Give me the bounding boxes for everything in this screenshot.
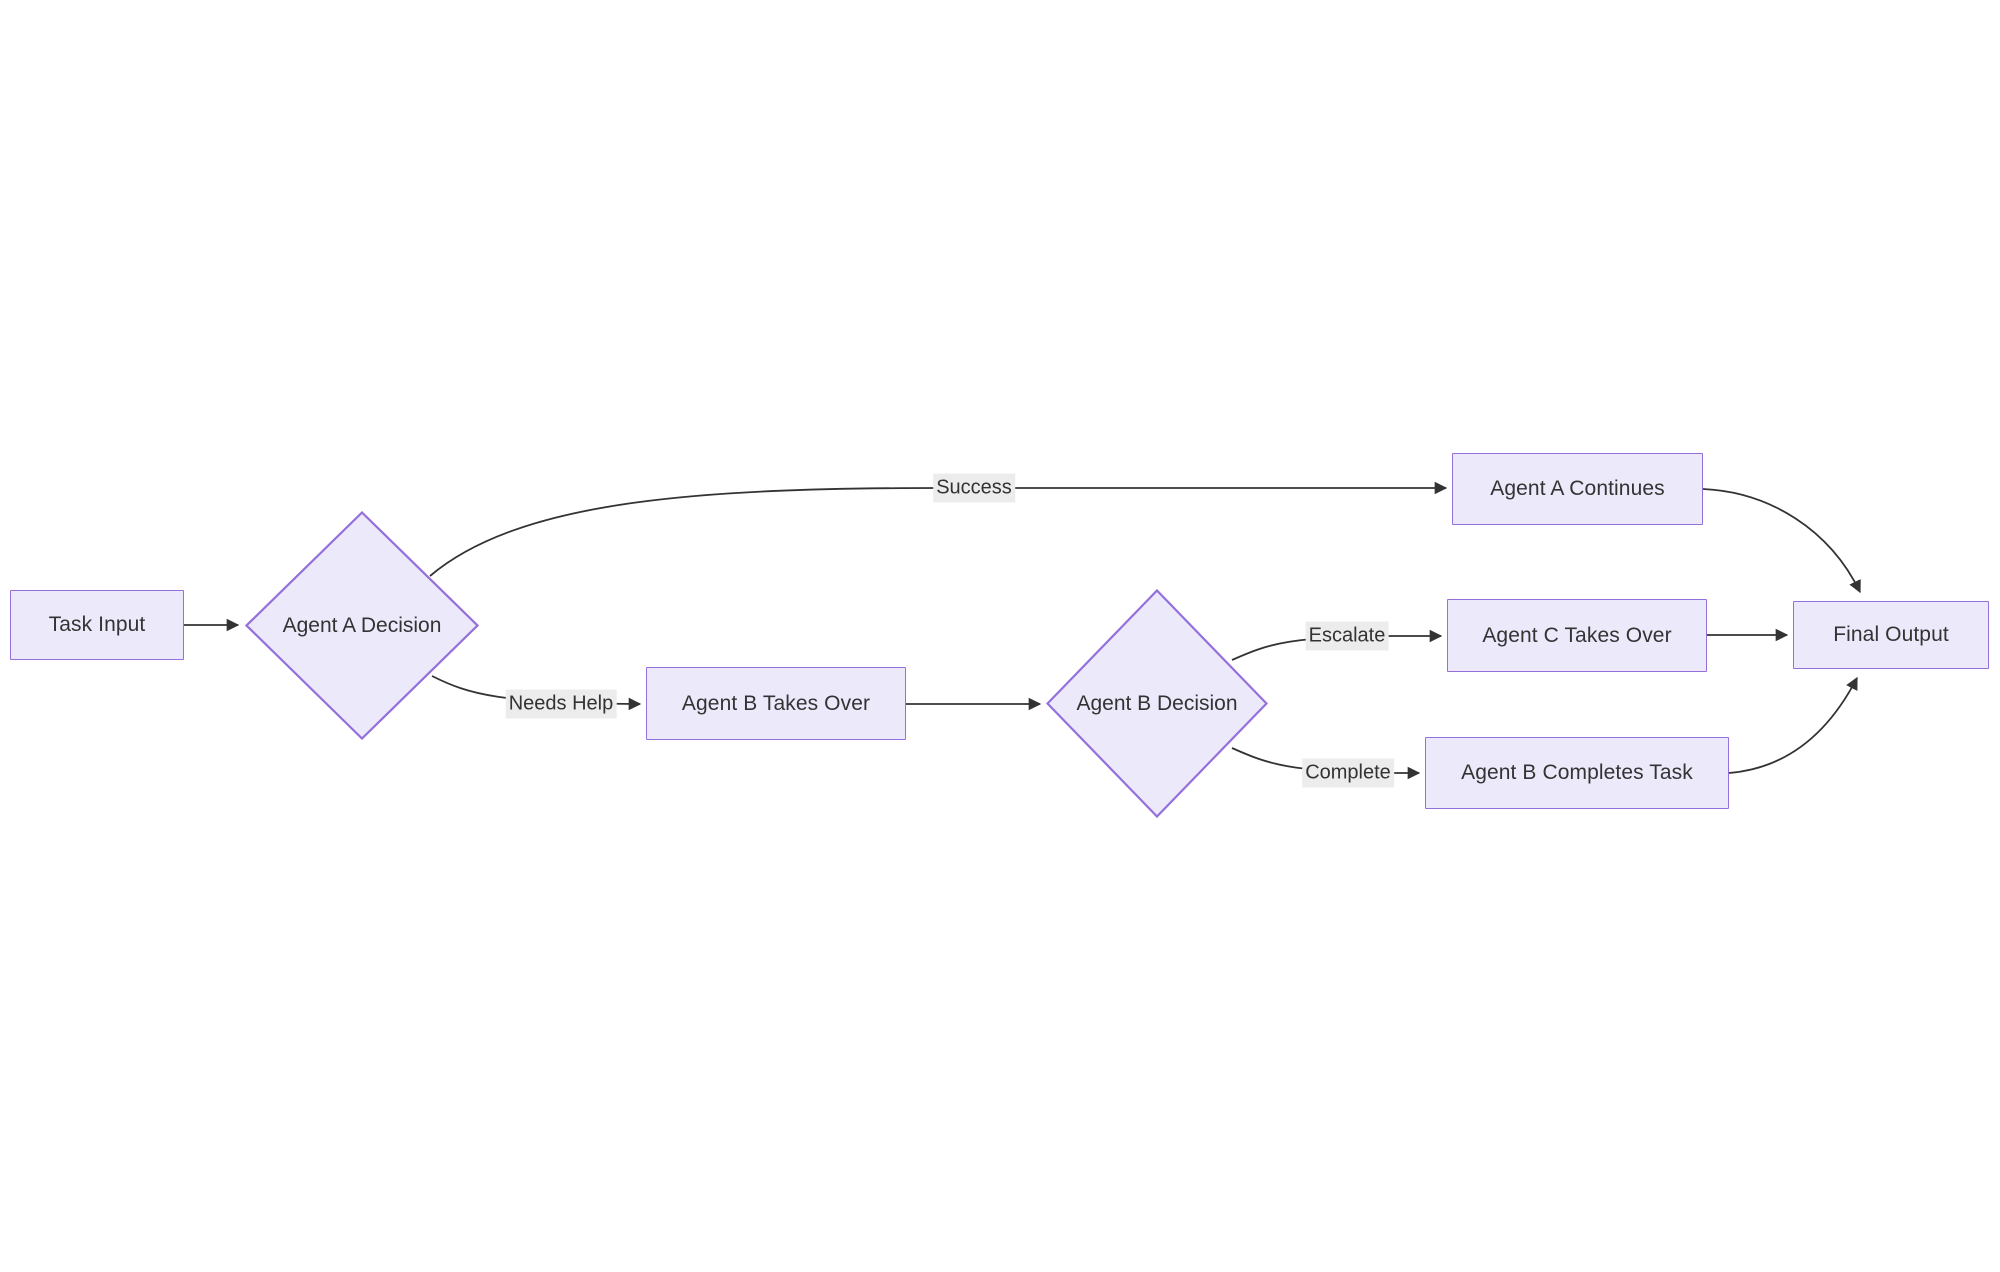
node-final-output-label: Final Output xyxy=(1833,623,1949,647)
node-agent-b-takes-over-label: Agent B Takes Over xyxy=(681,691,871,715)
node-agent-b-takes-over[interactable]: Agent B Takes Over xyxy=(646,667,906,740)
edge-agent-a-continues-to-final-output xyxy=(1702,488,1861,594)
node-agent-a-decision[interactable]: Agent A Decision xyxy=(245,511,479,740)
node-final-output[interactable]: Final Output xyxy=(1793,601,1989,669)
edge-label-success: Success xyxy=(933,473,1015,503)
node-agent-b-completes-task[interactable]: Agent B Completes Task xyxy=(1425,737,1729,809)
diamond-shape xyxy=(245,511,479,740)
diamond-shape xyxy=(1046,589,1268,818)
node-task-input-label: Task Input xyxy=(48,613,146,637)
edge-label-complete: Complete xyxy=(1302,758,1394,788)
edge-agent-b-completes-task-to-final-output xyxy=(1728,676,1858,774)
node-agent-b-completes-task-label: Agent B Completes Task xyxy=(1461,761,1693,785)
node-agent-b-decision[interactable]: Agent B Decision xyxy=(1046,589,1268,818)
node-agent-a-continues[interactable]: Agent A Continues xyxy=(1452,453,1703,525)
node-agent-a-decision-label: Agent A Decision xyxy=(282,613,442,637)
edge-label-escalate: Escalate xyxy=(1305,621,1389,651)
node-agent-c-takes-over[interactable]: Agent C Takes Over xyxy=(1447,599,1707,672)
node-agent-b-decision-label: Agent B Decision xyxy=(1076,691,1238,715)
edge-agent-a-decision-to-agent-a-continues xyxy=(429,481,1448,577)
node-agent-c-takes-over-label: Agent C Takes Over xyxy=(1482,623,1672,647)
edge-label-needs-help: Needs Help xyxy=(505,689,617,719)
node-agent-a-continues-label: Agent A Continues xyxy=(1490,477,1665,501)
node-task-input[interactable]: Task Input xyxy=(10,590,184,660)
